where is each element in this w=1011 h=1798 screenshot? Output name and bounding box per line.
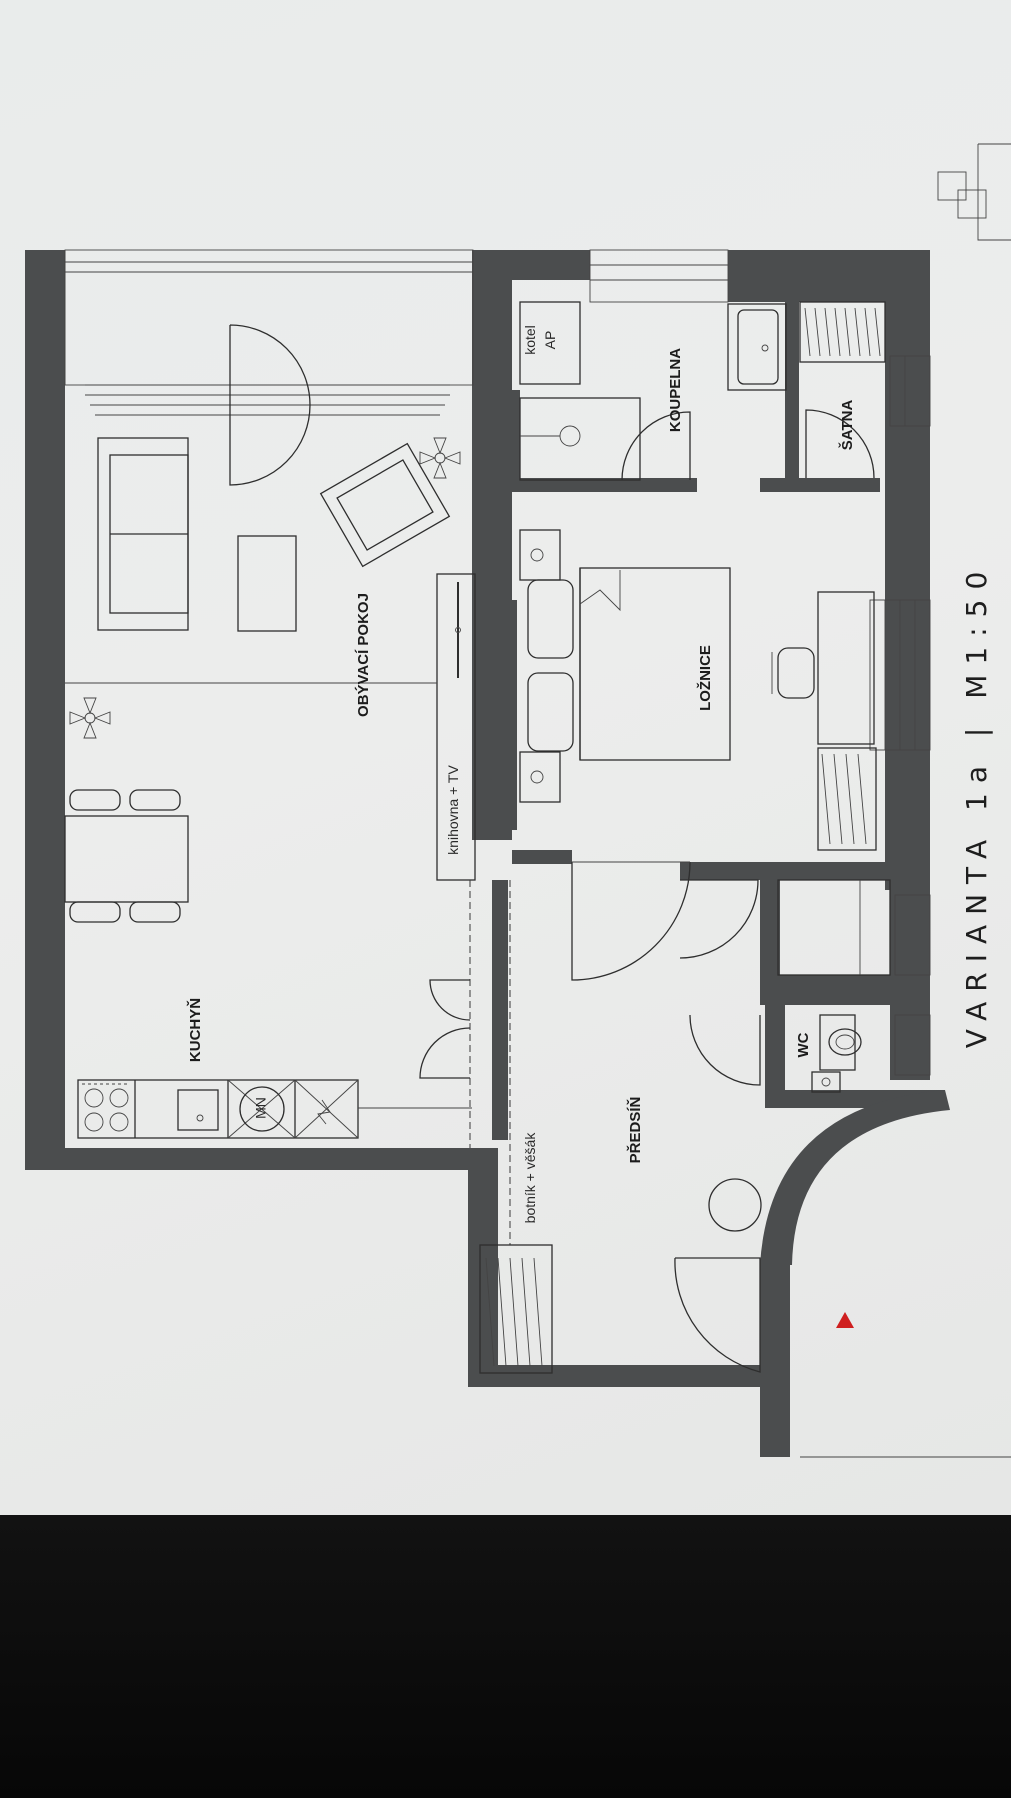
room-label-hallway: PŘEDSÍŇ [626,1097,644,1164]
note-boiler-sub: AP [542,331,558,350]
bedroom-furniture [519,529,877,981]
entrance-curved-wall [760,1090,950,1265]
corner-marker [937,143,1011,241]
storage-wc [679,879,891,1093]
screen-bezel [0,1515,1011,1798]
room-label-living-room: OBÝVACÍ POKOJ [354,593,372,717]
kitchen-counter [77,1079,472,1139]
wardrobe-shelving [799,301,886,479]
bathroom-fixtures [519,301,787,481]
hallway-elements [419,880,854,1374]
stove-marking: MN [253,1097,269,1119]
note-boiler: kotel [522,325,538,355]
room-label-bathroom: KOUPELNA [667,348,684,432]
room-label-kitchen: KUCHYŇ [186,998,204,1062]
windows [64,249,931,1076]
note-shoe-rack: botník + věšák [522,1132,538,1224]
living-furniture [64,324,476,923]
walls [25,250,945,1457]
note-bookcase: knihovna + TV [445,765,461,855]
floor-plan: MN [25,143,1011,1458]
drawing-title: VARIANTA 1a | M1:50 [960,562,993,1049]
room-label-wardrobe: ŠATNA [838,400,856,451]
room-label-bedroom: LOŽNICE [696,645,714,711]
room-label-wc: WC [795,1032,812,1057]
